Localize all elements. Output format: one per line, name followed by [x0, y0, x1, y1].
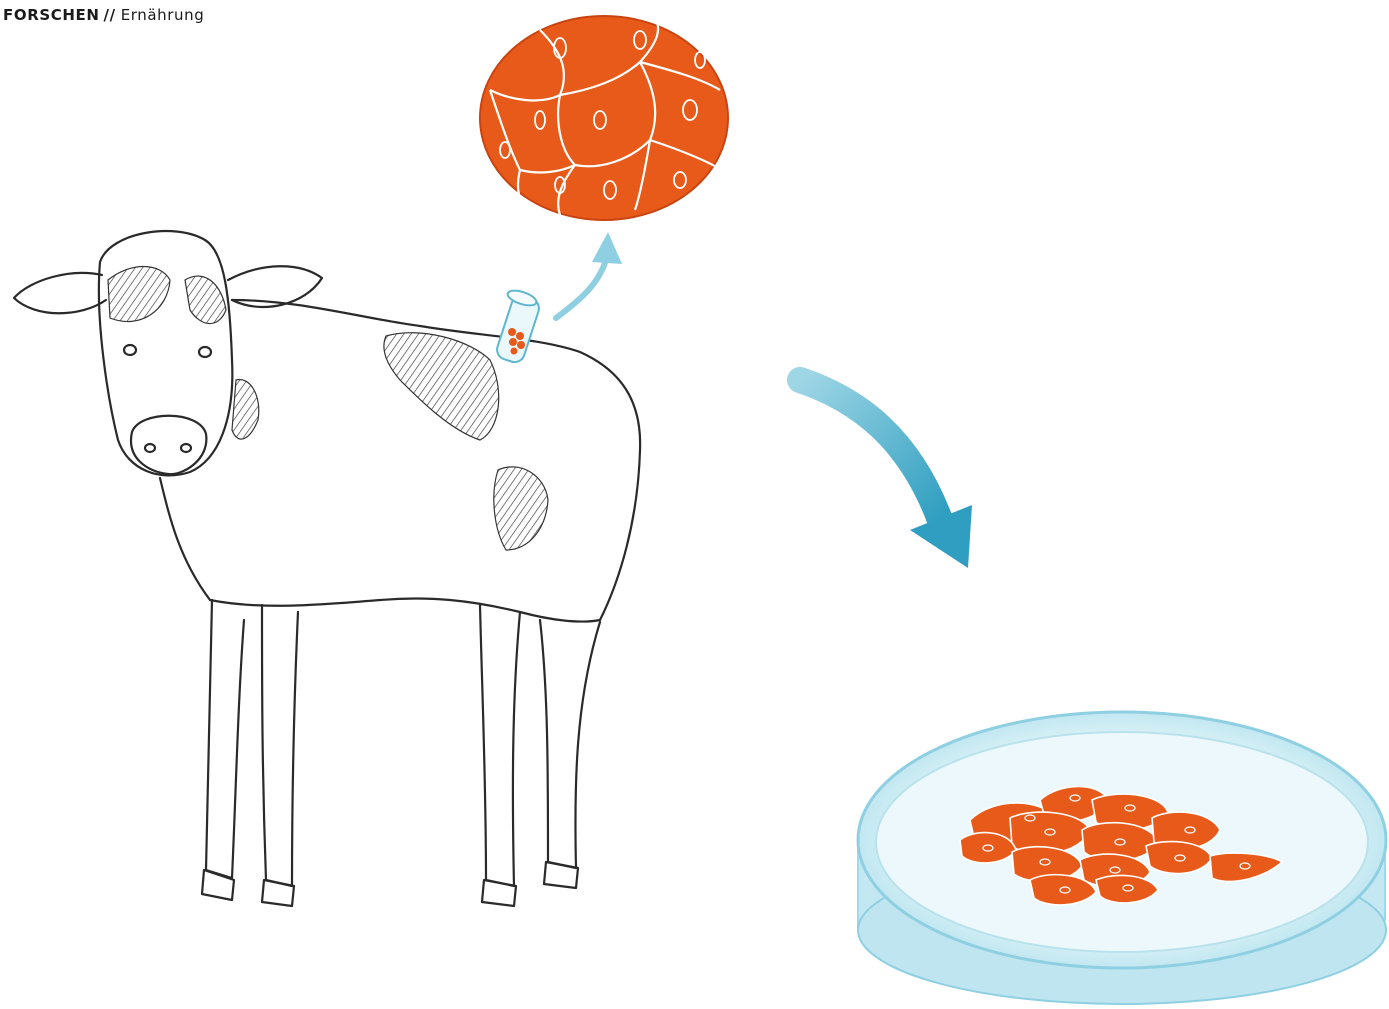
small-curved-arrow-icon [556, 232, 622, 318]
large-curved-arrow-icon [800, 380, 972, 568]
test-tube-icon [494, 288, 541, 365]
cell-cluster-icon [480, 16, 728, 220]
cow-sketch-icon [14, 231, 640, 906]
petri-dish-icon [858, 712, 1386, 1004]
